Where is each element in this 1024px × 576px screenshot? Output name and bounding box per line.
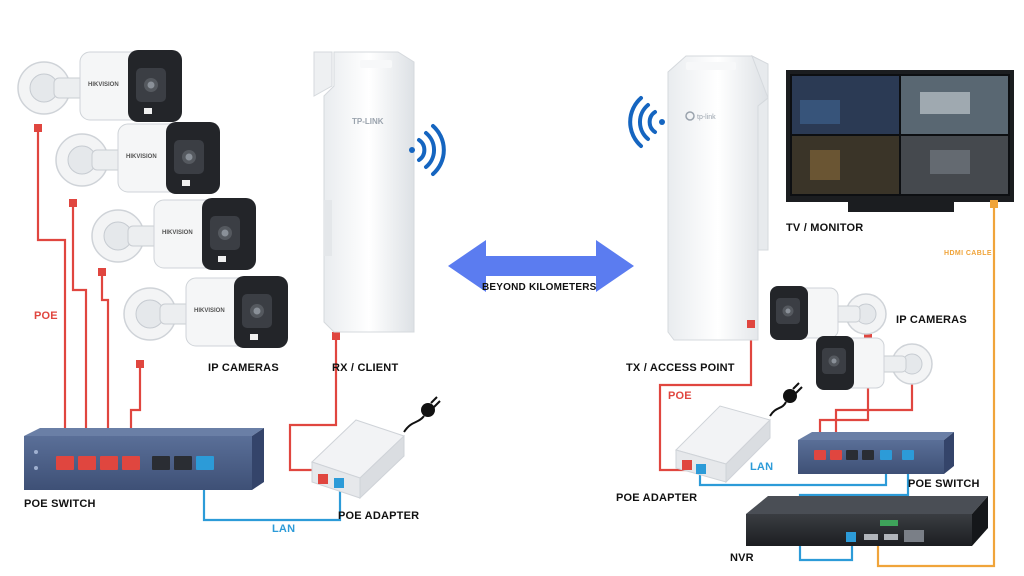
cpe-brand-right: tp-link xyxy=(697,114,716,121)
label-hdmi-cable: HDMI CABLE xyxy=(944,250,992,257)
camera-brand: HIKVISION xyxy=(162,230,193,236)
label-tx-access-point: TX / ACCESS POINT xyxy=(626,362,735,374)
label-tv-monitor: TV / MONITOR xyxy=(786,222,864,234)
power-plug-icon-right xyxy=(769,382,803,417)
label-lan-right: LAN xyxy=(750,461,774,473)
rx-client-cpe: TP-LINK xyxy=(313,51,415,333)
poe-switch-right xyxy=(798,432,954,474)
label-ip-cameras-right: IP CAMERAS xyxy=(896,314,967,326)
wifi-icon-right xyxy=(628,96,665,148)
cpe-brand-left: TP-LINK xyxy=(352,117,384,126)
poe-switch-left xyxy=(24,428,264,490)
label-lan-left: LAN xyxy=(272,523,296,535)
poe-adapter-right xyxy=(675,405,771,484)
poe-connector-dots-left xyxy=(34,124,340,368)
hdmi-port-dot xyxy=(990,200,998,208)
nvr xyxy=(746,496,988,546)
hdmi-cable xyxy=(876,204,996,568)
label-poe-switch-left: POE SWITCH xyxy=(24,498,96,510)
camera-brand-labels-left: HIKVISION HIKVISION HIKVISION HIKVISION xyxy=(88,82,225,314)
label-poe-left: POE xyxy=(34,310,58,322)
camera-brand: HIKVISION xyxy=(88,82,119,88)
power-plug-icon-left xyxy=(403,396,441,433)
poe-cables-left xyxy=(36,128,338,482)
label-poe-adapter-right: POE ADAPTER xyxy=(616,492,698,504)
ip-camera-right-1 xyxy=(769,285,887,341)
label-ip-cameras-left: IP CAMERAS xyxy=(208,362,279,374)
tv-monitor xyxy=(786,70,1014,212)
label-rx-client: RX / CLIENT xyxy=(332,362,399,374)
wifi-icon-left xyxy=(409,124,446,176)
camera-brand: HIKVISION xyxy=(126,154,157,160)
label-nvr: NVR xyxy=(730,552,754,564)
ip-camera-right-2 xyxy=(815,335,933,391)
tx-access-point-cpe: tp-link xyxy=(667,54,769,341)
label-poe-adapter-left: POE ADAPTER xyxy=(338,510,420,522)
camera-brand: HIKVISION xyxy=(194,308,225,314)
label-poe-right: POE xyxy=(668,390,692,402)
lan-cables-left xyxy=(202,470,342,522)
poe-adapter-left xyxy=(311,419,405,500)
bidirectional-arrow xyxy=(448,240,634,292)
label-beyond-kilometers: BEYOND KILOMETERS xyxy=(482,282,597,293)
label-poe-switch-right: POE SWITCH xyxy=(908,478,980,490)
